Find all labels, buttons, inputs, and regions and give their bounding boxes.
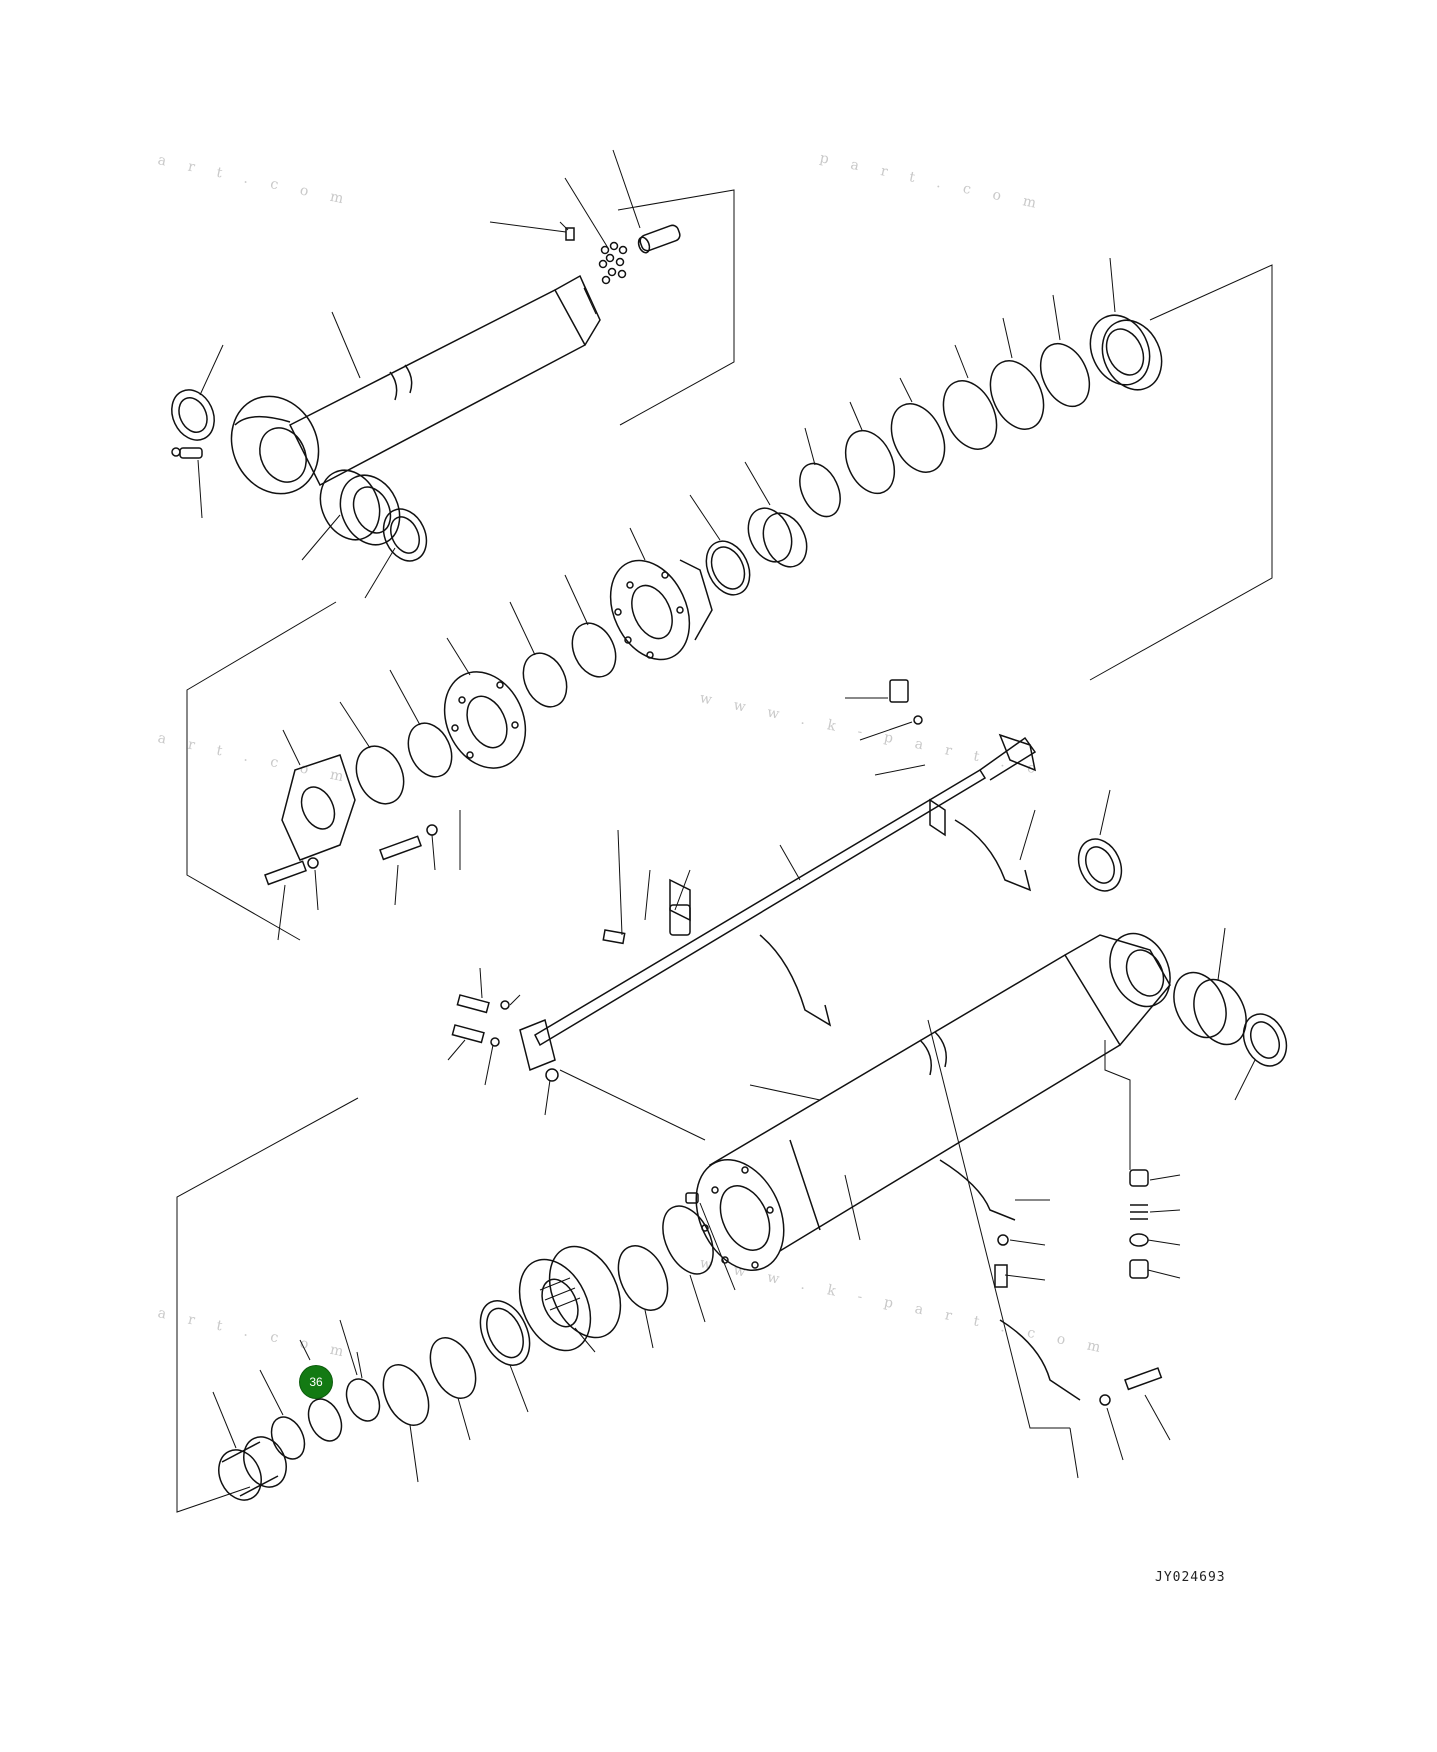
- leader-lines-head: [186, 527, 646, 941]
- set-screw: [565, 227, 575, 241]
- piston-rod: [230, 274, 601, 495]
- rod-bushing: [319, 469, 401, 546]
- cylinder-bottom-bushing: [1173, 971, 1247, 1046]
- grease-fitting: [171, 447, 203, 459]
- cylinder-tube: [695, 932, 1171, 1271]
- head-seal: [571, 622, 617, 678]
- head-bolts: [264, 824, 438, 886]
- leader-lines-pipe: [447, 697, 1036, 1116]
- dust-seal-upper: [171, 389, 215, 441]
- cylinder-head: [609, 559, 713, 661]
- rod-end-nut: [637, 224, 681, 254]
- dust-seal-rod-end: [382, 508, 428, 562]
- clamp-bolts-bottom: [994, 1234, 1163, 1406]
- piston-nut: [218, 1436, 287, 1501]
- oring-head: [355, 745, 405, 805]
- snap-ring: [844, 429, 896, 495]
- seal-ring: [407, 722, 453, 778]
- backup-ring: [989, 360, 1045, 430]
- small-backup-ring: [307, 1398, 343, 1442]
- small-wear-ring: [270, 1416, 306, 1460]
- buffer-ring: [705, 540, 751, 596]
- head-flange: [443, 671, 527, 769]
- piston-set-screw: [685, 1192, 699, 1204]
- piston-ring-2: [429, 1337, 477, 1399]
- bottom-top-seal: [1077, 838, 1123, 892]
- callout-36-button[interactable]: 36: [300, 1366, 332, 1398]
- retaining-ring: [799, 462, 841, 518]
- drawing-code: JY024693: [1155, 1570, 1226, 1585]
- piston-ring: [942, 380, 998, 450]
- small-oring: [345, 1378, 381, 1422]
- wear-ring: [890, 403, 946, 473]
- piston: [518, 1245, 622, 1352]
- bottom-dust-seal: [1242, 1013, 1288, 1067]
- rod-bushing-2: [747, 507, 808, 568]
- cushion-ring-rod: [1089, 314, 1163, 391]
- leader-lines-rod: [197, 149, 735, 599]
- steel-balls: [598, 241, 628, 285]
- piston-wear-ring: [662, 1205, 714, 1275]
- leader-lines-bottom-right: [1069, 1394, 1171, 1479]
- piston-ring-3: [382, 1364, 430, 1426]
- leader-lines-piston: [176, 1097, 736, 1513]
- leader-lines-rings: [689, 257, 1273, 681]
- hydraulic-pipe: [519, 733, 1037, 1072]
- piston-oring: [617, 1245, 669, 1311]
- head-oring: [522, 652, 568, 708]
- piston-seal: [479, 1300, 531, 1366]
- retainer-plate: [281, 754, 356, 861]
- bolts-misc: [451, 679, 923, 1082]
- leader-lines-tube: [559, 789, 1256, 1429]
- check-valve-parts: [1129, 1169, 1149, 1279]
- o-ring: [1039, 342, 1091, 408]
